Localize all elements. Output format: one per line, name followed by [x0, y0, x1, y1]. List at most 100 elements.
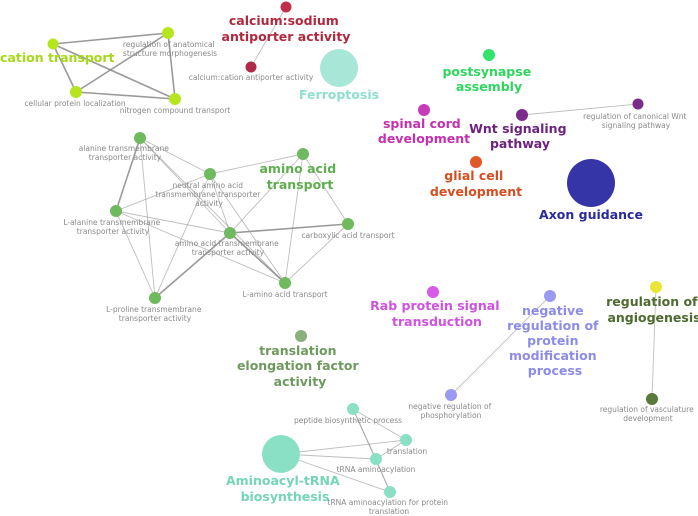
- label-l-amino-acid: L-amino acid transport: [242, 290, 327, 299]
- label-cation-transport: cation transport: [0, 50, 115, 65]
- nodes-layer: [47, 1, 662, 498]
- edge-reg-anatomical-cellular-protein-localization: [75, 32, 169, 93]
- node-cation-transport-hub[interactable]: [47, 38, 59, 50]
- edge-neutral-amino-acid-amino-acid-transmembrane: [209, 173, 231, 234]
- node-postsynapse-assembly-node[interactable]: [483, 49, 495, 61]
- label-rab-protein: Rab protein signal transduction: [370, 298, 504, 329]
- label-neg-reg-phosphorylation: negative regulation of phosphorylation: [408, 402, 493, 420]
- label-amino-acid-transport: amino acid transport: [259, 161, 340, 192]
- node-rab-protein-node[interactable]: [427, 286, 439, 298]
- label-alanine-transmembrane: alanine transmembrane transporter activi…: [79, 144, 172, 162]
- edge-wnt-signaling-node-reg-canonical-wnt: [521, 103, 639, 116]
- edge-cellular-protein-localization-nitrogen-compound-transport: [75, 91, 176, 100]
- node-reg-anatomical[interactable]: [162, 27, 174, 39]
- edge-amino-acid-transport-hub-amino-acid-transmembrane: [229, 153, 304, 234]
- edge-neg-reg-protein-mod-node-neg-reg-phosphorylation: [450, 295, 551, 396]
- edge-neutral-amino-acid-l-alanine: [115, 173, 211, 212]
- label-l-proline: L-proline transmembrane transporter acti…: [106, 305, 204, 323]
- edge-amino-acid-transport-hub-l-amino-acid: [284, 153, 304, 284]
- node-cellular-protein-localization[interactable]: [70, 86, 82, 98]
- node-peptide-biosynthetic[interactable]: [347, 403, 359, 415]
- edge-alanine-transmembrane-l-amino-acid: [139, 137, 286, 284]
- node-alanine-transmembrane[interactable]: [134, 132, 146, 144]
- edge-aminoacyl-trna-node-trna-aminoacylation-protein: [280, 453, 391, 493]
- edge-amino-acid-transmembrane-carboxylic-acid: [229, 223, 349, 234]
- node-l-alanine[interactable]: [110, 205, 122, 217]
- edge-carboxylic-acid-l-amino-acid: [284, 223, 349, 284]
- node-reg-canonical-wnt[interactable]: [632, 98, 644, 110]
- label-aminoacyl-trna: Aminoacyl-tRNA biosynthesis: [226, 473, 344, 504]
- label-nitrogen-compound-transport: nitrogen compound transport: [120, 106, 231, 115]
- edge-amino-acid-transmembrane-l-amino-acid: [229, 232, 286, 284]
- edge-cation-transport-hub-reg-anatomical: [52, 32, 169, 45]
- label-axon-guidance: Axon guidance: [539, 207, 643, 222]
- label-ferroptosis: Ferroptosis: [299, 87, 379, 102]
- node-carboxylic-acid[interactable]: [342, 218, 354, 230]
- node-nitrogen-compound-transport[interactable]: [169, 93, 181, 105]
- edge-alanine-transmembrane-l-alanine: [115, 137, 141, 212]
- edge-amino-acid-transmembrane-l-proline: [154, 232, 231, 299]
- node-l-amino-acid[interactable]: [279, 277, 291, 289]
- node-translation-elongation-node[interactable]: [295, 330, 307, 342]
- label-reg-canonical-wnt: regulation of canonical Wnt signaling pa…: [583, 112, 689, 130]
- node-reg-vasculature[interactable]: [646, 393, 658, 405]
- node-neutral-amino-acid[interactable]: [204, 168, 216, 180]
- label-reg-angiogenesis: regulation of angiogenesis: [606, 294, 698, 325]
- node-l-proline[interactable]: [149, 292, 161, 304]
- node-trna-aminoacylation-protein[interactable]: [384, 486, 396, 498]
- node-calcium-sodium-hub[interactable]: [280, 1, 292, 13]
- labels-layer: cation transport regulation of anatomica…: [0, 13, 698, 516]
- edge-l-alanine-amino-acid-transmembrane: [115, 210, 231, 234]
- node-wnt-signaling-node[interactable]: [516, 109, 528, 121]
- node-spinal-cord-node[interactable]: [418, 104, 430, 116]
- edge-l-alanine-l-amino-acid: [115, 210, 286, 284]
- label-translation: translation: [387, 447, 428, 456]
- label-amino-acid-transmembrane: amino acid transmembrane transporter act…: [175, 239, 281, 257]
- label-neg-reg-protein-mod: negative regulation of protein modificat…: [507, 303, 603, 378]
- edge-amino-acid-transport-hub-carboxylic-acid: [302, 153, 349, 225]
- edge-neutral-amino-acid-l-amino-acid: [209, 173, 286, 284]
- node-glial-cell-node[interactable]: [470, 156, 482, 168]
- node-amino-acid-transport-hub[interactable]: [297, 148, 309, 160]
- edge-alanine-transmembrane-amino-acid-transmembrane: [139, 137, 231, 234]
- label-translation-elongation: translation elongation factor activity: [237, 343, 363, 389]
- label-calcium-sodium: calcium:sodium antiporter activity: [222, 13, 351, 44]
- edge-aminoacyl-trna-node-translation: [280, 439, 407, 455]
- edge-cation-transport-hub-cellular-protein-localization: [52, 43, 77, 93]
- edge-amino-acid-transport-hub-neutral-amino-acid: [209, 153, 304, 175]
- edge-neutral-amino-acid-l-proline: [154, 173, 211, 299]
- node-neg-reg-phosphorylation[interactable]: [445, 389, 457, 401]
- node-calcium-cation-antiporter[interactable]: [245, 61, 257, 73]
- node-translation[interactable]: [400, 434, 412, 446]
- edge-calcium-sodium-hub-calcium-cation-antiporter: [250, 6, 287, 68]
- edge-reg-anatomical-nitrogen-compound-transport: [167, 32, 176, 100]
- edge-cation-transport-hub-nitrogen-compound-transport: [52, 43, 176, 100]
- label-trna-aminoacylation: tRNA aminoacylation: [337, 465, 416, 474]
- label-peptide-biosynthetic: peptide biosynthetic process: [294, 416, 402, 425]
- label-glial-cell: glial cell development: [430, 168, 522, 199]
- label-reg-vasculature: regulation of vasculature development: [600, 405, 696, 423]
- label-neutral-amino-acid: neutral amino acid transmembrane transpo…: [155, 181, 262, 208]
- label-reg-anatomical: regulation of anatomical structure morph…: [123, 40, 217, 58]
- edge-alanine-transmembrane-neutral-amino-acid: [139, 137, 211, 175]
- edge-l-alanine-l-proline: [115, 210, 156, 299]
- label-l-alanine: L-alanine transmembrane transporter acti…: [63, 218, 162, 236]
- label-wnt-signaling: Wnt signaling pathway: [469, 121, 571, 151]
- node-ferroptosis-node[interactable]: [320, 49, 358, 87]
- edge-alanine-transmembrane-l-proline: [139, 137, 156, 299]
- label-calcium-cation-antiporter: calcium:cation antiporter activity: [189, 73, 314, 82]
- node-reg-angiogenesis-node[interactable]: [650, 281, 662, 293]
- node-neg-reg-protein-mod-node[interactable]: [544, 290, 556, 302]
- label-trna-aminoacylation-protein: tRNA aminoacylation for protein translat…: [328, 498, 451, 516]
- node-axon-guidance-node[interactable]: [567, 159, 615, 207]
- label-postsynapse-assembly: postsynapse assembly: [442, 64, 535, 94]
- label-carboxylic-acid: carboxylic acid transport: [301, 231, 394, 240]
- edge-peptide-biosynthetic-translation: [352, 408, 407, 441]
- node-trna-aminoacylation[interactable]: [370, 453, 382, 465]
- node-aminoacyl-trna-node[interactable]: [262, 435, 300, 473]
- label-spinal-cord: spinal cord development: [378, 116, 470, 146]
- node-amino-acid-transmembrane[interactable]: [224, 227, 236, 239]
- label-cellular-protein-localization: cellular protein localization: [24, 99, 126, 108]
- edge-reg-angiogenesis-node-reg-vasculature: [651, 286, 657, 400]
